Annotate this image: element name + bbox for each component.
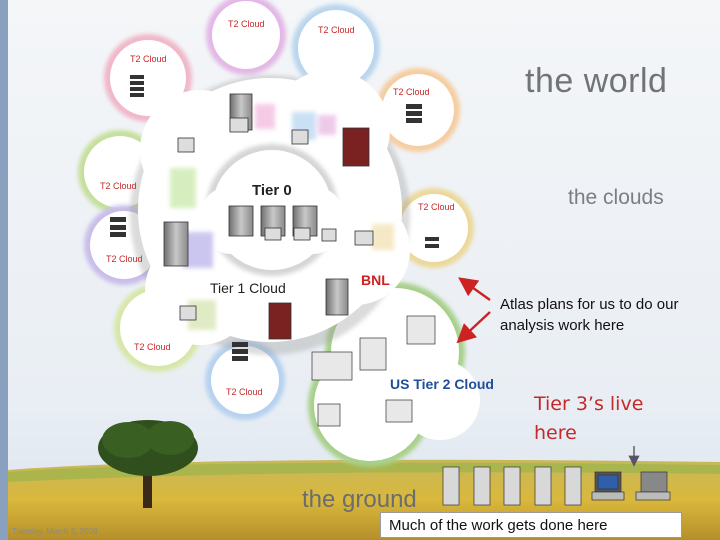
t2-cloud-bottom [205,340,285,420]
t2-label-2: T2 Cloud [318,25,355,35]
tier0-label: Tier 0 [252,182,292,199]
t2-label-6: T2 Cloud [418,202,455,212]
t2-servers [110,75,439,361]
t2-cloud-right-2 [394,188,474,268]
heading-the-clouds: the clouds [568,186,664,209]
t2-label-9: T2 Cloud [226,387,263,397]
heading-the-ground: the ground [302,486,417,513]
t2-cloud-right-1 [376,68,460,152]
t2-label-5: T2 Cloud [100,181,137,191]
atlas-annotation: Atlas plans for us to do our analysis wo… [500,296,679,334]
t2-label-7: T2 Cloud [106,254,143,264]
footer-date: Tuesday, March 3, 2009 [12,527,98,536]
tier1-label: Tier 1 Cloud [210,280,286,296]
t2-label-8: T2 Cloud [134,342,171,352]
us-tier2-label: US Tier 2 Cloud [390,376,494,392]
arrow-to-us-tier2 [456,311,491,344]
t2-cloud-top-2 [292,4,380,92]
much-work-annotation: Much of the work gets done here [380,512,682,538]
t2-label-1: T2 Cloud [228,19,265,29]
server-racks [163,93,370,340]
tier3-annotation: Tier 3’s live here [534,393,644,444]
tier3-computers [442,466,671,506]
bnl-label: BNL [361,272,390,288]
t2-label-3: T2 Cloud [130,54,167,64]
arrow-to-t2-cloud [458,277,491,301]
us-tier2-servers [311,315,436,427]
heading-the-world: the world [525,62,668,100]
server-boxes [177,117,374,321]
left-border [0,0,8,540]
t2-label-4: T2 Cloud [393,87,430,97]
t2-cloud-top-1 [206,0,286,75]
tree [98,420,198,508]
